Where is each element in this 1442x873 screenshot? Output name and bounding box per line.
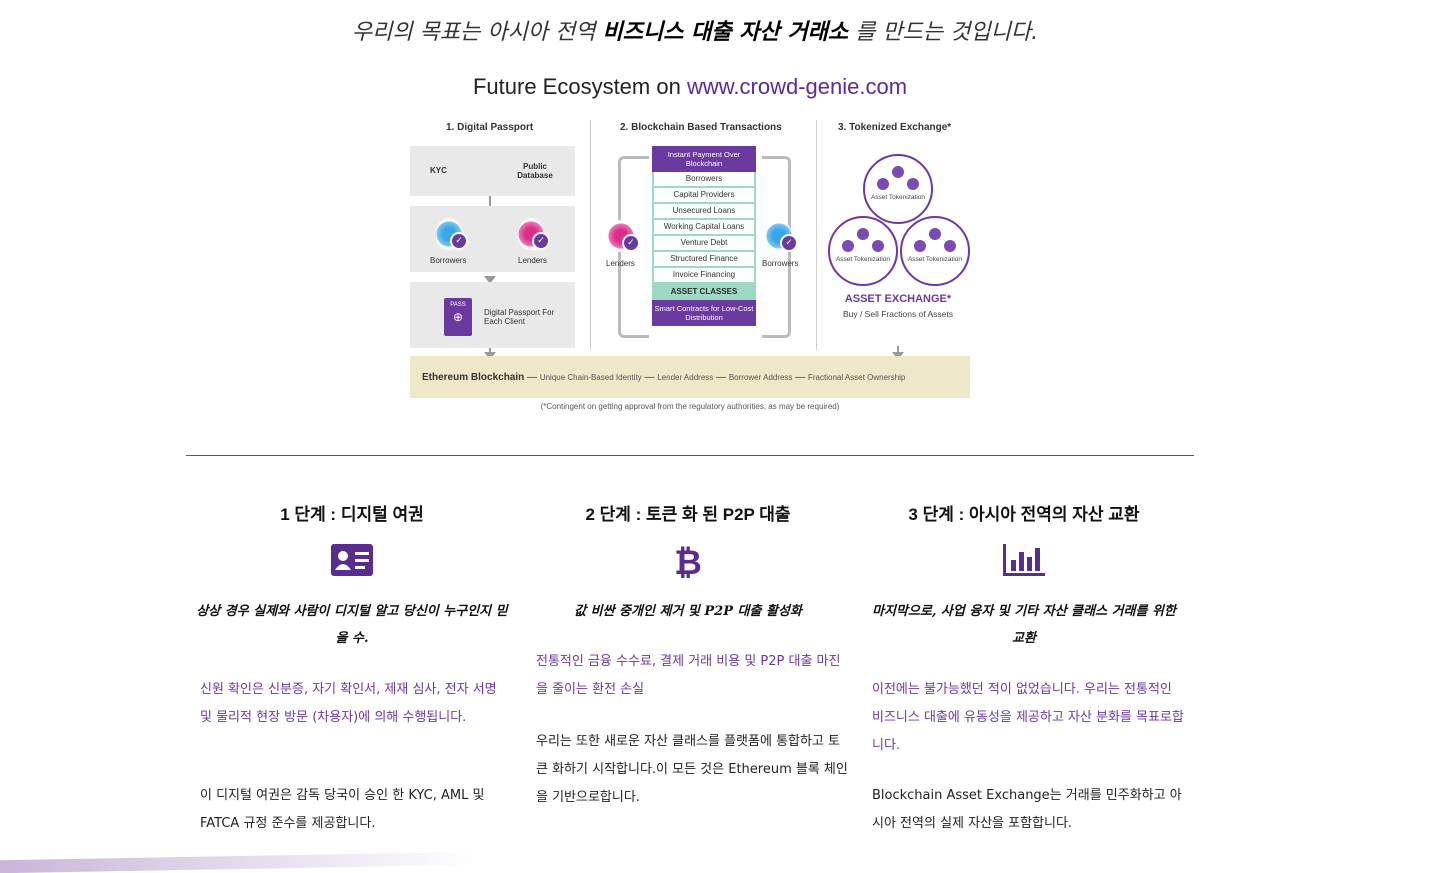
step-title: 1 단계 : 디지털 여권 — [280, 505, 424, 524]
step-para-2: 우리는 또한 새로운 자산 클래스를 플랫폼에 통합하고 토큰 화하기 시작합니… — [536, 734, 848, 805]
token-label: Asset Tokenization — [870, 194, 926, 201]
headline-prefix: 우리의 목표는 아시아 전역 — [351, 20, 603, 45]
stack-item: Capital Providers — [652, 188, 756, 204]
kyc-label: KYC — [430, 166, 447, 175]
stack-top: Instant Payment Over Blockchain — [652, 146, 756, 172]
headline-suffix: 를 만드는 것입니다. — [848, 20, 1039, 45]
ethereum-bar: Ethereum Blockchain — Unique Chain-Based… — [410, 356, 970, 398]
col2-heading: 2. Blockchain Based Transactions — [620, 122, 782, 133]
token-dot — [929, 228, 941, 240]
column-divider — [816, 120, 817, 350]
check-icon: ✓ — [532, 232, 550, 250]
transaction-stack: Instant Payment Over Blockchain Borrower… — [652, 146, 756, 326]
bar-chart-icon — [1003, 544, 1045, 580]
stack-item: Structured Finance — [652, 252, 756, 268]
stack-item: Unsecured Loans — [652, 204, 756, 220]
token-circle: Asset Tokenization — [828, 216, 898, 286]
eth-item: Fractional Asset Ownership — [808, 373, 906, 382]
step-quote: 마지막으로, 사업 융자 및 기타 자산 클래스 거래를 위한 교환 — [872, 604, 1176, 646]
token-label: Asset Tokenization — [835, 256, 891, 263]
eth-item: Unique Chain-Based Identity — [539, 373, 642, 382]
token-label: Asset Tokenization — [907, 256, 963, 263]
check-icon: ✓ — [780, 234, 798, 252]
check-icon: ✓ — [450, 232, 468, 250]
step-quote: 값 비싼 중개인 제거 및 P2P 대출 활성화 — [574, 604, 802, 619]
users-box: ✓ ✓ Borrowers Lenders — [410, 206, 575, 272]
token-dot — [907, 178, 919, 190]
check-icon: ✓ — [622, 234, 640, 252]
token-dot — [877, 178, 889, 190]
eth-item: Lender Address — [657, 373, 714, 382]
step-para-2: Blockchain Asset Exchange는 거래를 민주화하고 아시아… — [872, 788, 1182, 831]
stack-item: Invoice Financing — [652, 268, 756, 284]
arrow-down-icon — [484, 276, 496, 284]
asset-exchange-label: ASSET EXCHANGE* — [844, 293, 952, 305]
asset-classes-label: ASSET CLASSES — [652, 284, 756, 300]
asset-exchange-sub: Buy / Sell Fractions of Assets — [842, 309, 954, 319]
section-divider — [186, 455, 1194, 456]
stack-item: Working Capital Loans — [652, 220, 756, 236]
token-dot — [857, 228, 869, 240]
step-para-1: 전통적인 금융 수수료, 결제 거래 비용 및 P2P 대출 마진을 줄이는 환… — [536, 654, 841, 697]
stack-item: Venture Debt — [652, 236, 756, 252]
headline-bold: 비즈니스 대출 자산 거래소 — [602, 20, 849, 45]
col3-heading: 3. Tokenized Exchange* — [838, 122, 952, 133]
pass-label: PASS — [450, 302, 466, 308]
diagram-title-link: www.crowd-genie.com — [686, 74, 908, 99]
step-para-1: 이전에는 불가능했던 적이 없었습니다. 우리는 전통적인 비즈니스 대출에 유… — [872, 682, 1184, 753]
passport-box: PASS ⊕ Digital Passport For Each Client — [410, 282, 575, 348]
passport-label: Digital Passport For Each Client — [484, 308, 555, 326]
svg-text:₿: ₿ — [674, 544, 702, 580]
diagram-note: (*Contingent on getting approval from th… — [540, 402, 840, 411]
borrowers-label: Borrowers — [430, 256, 467, 265]
step-title: 2 단계 : 토큰 화 된 P2P 대출 — [585, 505, 791, 524]
step-para-1: 신원 확인은 신분증, 자기 확인서, 제재 심사, 전자 서명 및 물리적 현… — [200, 682, 497, 725]
id-card-icon — [331, 544, 373, 580]
step-quote: 상상 경우 실제와 사람이 디지털 알고 당신이 누구인지 믿을 수. — [196, 604, 508, 646]
token-dot — [872, 240, 884, 252]
lenders-label: Lenders — [518, 256, 547, 265]
diagram-title: Future Ecosystem on www.crowd-genie.com — [400, 74, 980, 100]
arrow-stem — [897, 346, 899, 354]
ecosystem-diagram: Future Ecosystem on www.crowd-genie.com … — [400, 70, 980, 420]
passport-icon: PASS ⊕ — [444, 298, 472, 336]
token-circle: Asset Tokenization — [900, 216, 970, 286]
token-dot — [914, 240, 926, 252]
token-dot — [842, 240, 854, 252]
decorative-bar — [0, 851, 480, 873]
diagram-title-prefix: Future Ecosystem on — [472, 74, 687, 99]
arrow-stem — [489, 196, 491, 208]
token-dot — [892, 166, 904, 178]
step-title: 3 단계 : 아시아 전역의 자산 교환 — [908, 505, 1140, 524]
column-divider — [590, 120, 591, 350]
bitcoin-icon: ₿ — [673, 543, 703, 584]
col1-heading: 1. Digital Passport — [446, 122, 534, 133]
stack-item: Borrowers — [652, 172, 756, 188]
globe-icon: ⊕ — [452, 310, 464, 324]
eth-item: Borrower Address — [728, 373, 793, 382]
arrow-stem — [489, 348, 491, 354]
ethereum-name: Ethereum Blockchain — [422, 372, 525, 383]
step-1: 1 단계 : 디지털 여권 상상 경우 실제와 사람이 디지털 알고 당신이 누… — [192, 500, 512, 831]
step-2: 2 단계 : 토큰 화 된 P2P 대출 ₿ 값 비싼 중개인 제거 및 P2P… — [528, 500, 848, 805]
public-db-label: Public Database — [517, 162, 553, 180]
step-para-2: 이 디지털 여권은 감독 당국이 승인 한 KYC, AML 및 FATCA 규… — [200, 788, 485, 831]
borrowers-label: Borrowers — [762, 259, 799, 268]
step-3: 3 단계 : 아시아 전역의 자산 교환 마지막으로, 사업 융자 및 기타 자… — [864, 500, 1184, 831]
stack-bottom: Smart Contracts for Low-Cost Distributio… — [652, 300, 756, 326]
token-circle: Asset Tokenization — [863, 154, 933, 224]
kyc-box: KYC Public Database — [410, 146, 575, 196]
page-headline: 우리의 목표는 아시아 전역 비즈니스 대출 자산 거래소 를 만드는 것입니다… — [0, 14, 1390, 46]
ethereum-text: Ethereum Blockchain — Unique Chain-Based… — [422, 372, 906, 383]
token-dot — [944, 240, 956, 252]
lenders-label: Lenders — [606, 259, 635, 268]
